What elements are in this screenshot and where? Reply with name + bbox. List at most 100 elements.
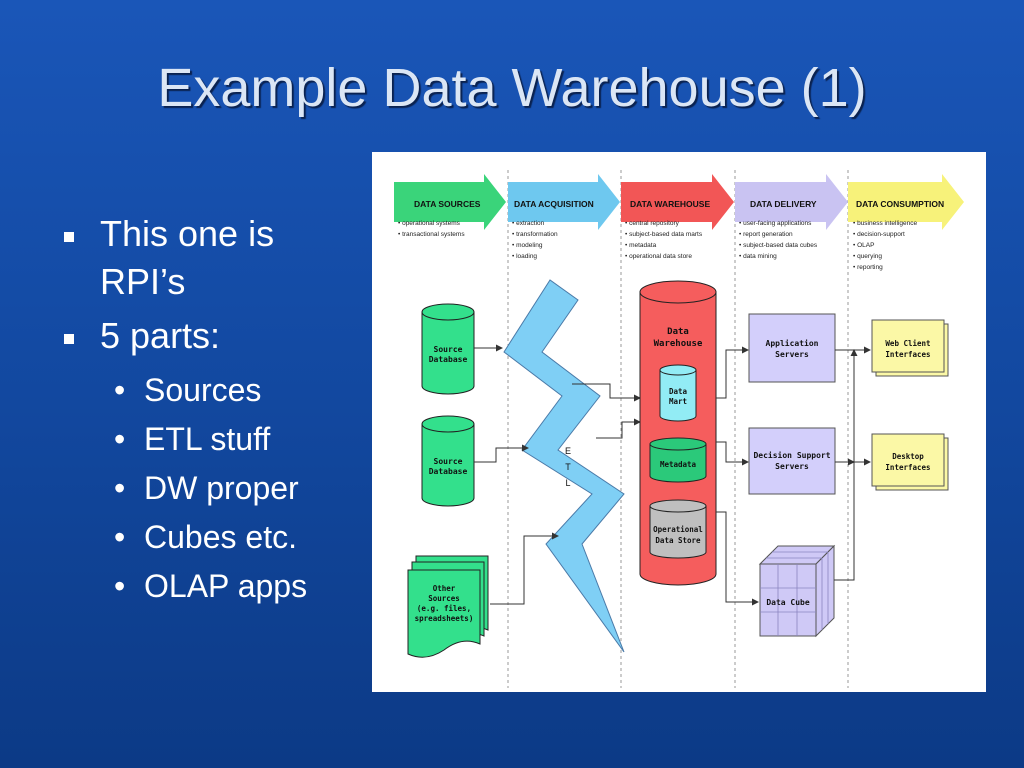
db-label: Database [429,355,468,364]
warehouse-label: Data [667,327,689,337]
bullet-item: This one is RPI’s [60,210,307,306]
dot-bullet-icon: • [114,372,126,408]
stage-header-consumption: DATA CONSUMPTION • business intelligence… [848,174,964,271]
stage-arrow [735,174,848,230]
application-servers-label: Application [766,338,819,348]
stage-header-warehouse: DATA WAREHOUSE • central repository • su… [621,174,734,260]
data-mart-cylinder: Data Mart [659,364,697,422]
stage-item: • decision-support [853,231,905,238]
stage-item: • transformation [512,231,558,238]
web-client-label: Interfaces [885,350,930,359]
stage-dividers [507,170,849,688]
other-sources-documents: Other Sources (e.g. files, spreadsheets) [407,555,489,658]
stage-header-acquisition: DATA ACQUISITION • extraction • transfor… [508,174,620,260]
sub-bullet-item: • DW proper [60,464,307,513]
square-bullet-icon [64,232,74,242]
web-client-label: Web Client [885,339,930,348]
sub-bullet-text: OLAP apps [144,568,308,604]
etl-lightning-bolt: E T L [503,279,625,653]
sub-bullet-text: Cubes etc. [144,519,297,555]
sub-bullet-item: • Sources [60,366,307,415]
stage-header-delivery: DATA DELIVERY • user-facing applications… [735,174,848,260]
stage-item: • operational systems [398,220,461,227]
warehouse-to-delivery-arrows [716,346,759,606]
etl-to-warehouse-arrows [572,383,641,439]
application-servers-box: Application Servers [748,313,836,383]
application-servers-label: Servers [775,350,809,359]
stage-arrow [621,174,734,230]
stage-item: • business intelligence [853,220,917,227]
stage-item: • subject-based data marts [625,231,703,238]
stage-arrow [508,174,620,230]
delivery-to-consumption-arrows [834,346,871,581]
other-sources-label: spreadsheets) [415,614,474,623]
operational-data-store-cylinder: Operational Data Store [649,499,707,559]
etl-letter: T [565,462,571,472]
ods-label: Operational [653,525,703,534]
source-database-1: Source Database [421,303,475,395]
other-sources-label: (e.g. files, [417,604,471,613]
sub-bullet-item: • Cubes etc. [60,513,307,562]
data-mart-label: Data [669,387,688,396]
ods-label: Data Store [655,536,701,545]
bullet-list: This one is RPI’s 5 parts: • Sources • E… [60,210,307,611]
db-label: Source [434,345,463,354]
stage-arrow [394,174,506,230]
bullet-item: 5 parts: [60,312,307,360]
stage-title: DATA CONSUMPTION [856,199,944,209]
bullet-text-line: RPI’s [100,261,186,302]
stage-item: • modeling [512,242,543,249]
stage-item: • transactional systems [398,231,465,238]
other-sources-label: Sources [428,594,460,603]
sub-bullet-text: ETL stuff [144,421,271,457]
data-cube-label: Data Cube [766,598,810,607]
stage-item: • data mining [739,253,777,260]
decision-support-label: Decision Support [753,450,830,460]
stage-item: • operational data store [625,253,692,260]
square-bullet-icon [64,334,74,344]
source-to-etl-arrows [474,344,559,605]
sub-bullet-item: • ETL stuff [60,415,307,464]
desktop-label: Desktop [892,452,924,461]
stage-item: • extraction [512,220,545,227]
decision-support-label: Servers [775,462,809,471]
metadata-cylinder: Metadata [649,437,707,483]
data-cube-icon: Data Cube [758,544,836,638]
data-mart-label: Mart [669,397,687,406]
desktop-label: Interfaces [885,463,930,472]
stage-item: • metadata [625,242,657,249]
stage-title: DATA DELIVERY [750,199,817,209]
data-warehouse-diagram: DATA SOURCES • operational systems • tra… [372,152,986,692]
bullet-text-line: This one is [100,213,275,254]
stage-title: DATA SOURCES [414,199,481,209]
slide-title: Example Data Warehouse (1) [157,58,867,118]
sub-bullet-item: • OLAP apps [60,562,307,611]
dot-bullet-icon: • [114,470,126,506]
db-label: Source [434,457,463,466]
warehouse-label: Warehouse [654,339,703,349]
stage-title: DATA ACQUISITION [514,199,594,209]
stage-item: • subject-based data cubes [739,242,818,249]
decision-support-servers-box: Decision Support Servers [748,427,836,495]
bullet-text: 5 parts: [100,315,221,356]
other-sources-label: Other [433,584,456,593]
sub-bullet-text: Sources [144,372,262,408]
stage-title: DATA WAREHOUSE [630,199,710,209]
stage-header-sources: DATA SOURCES • operational systems • tra… [394,174,506,238]
web-client-interfaces-box: Web Client Interfaces [871,319,949,377]
desktop-interfaces-box: Desktop Interfaces [871,433,949,491]
etl-letter: L [565,478,570,488]
stage-item: • querying [853,253,882,260]
metadata-label: Metadata [660,460,697,469]
stage-item: • central repository [625,220,680,227]
stage-arrow [848,174,964,230]
stage-item: • reporting [853,264,883,271]
sub-bullet-text: DW proper [144,470,299,506]
dot-bullet-icon: • [114,519,126,555]
stage-item: • report generation [739,231,793,238]
stage-item: • loading [512,253,537,260]
etl-letter: E [565,446,571,456]
dot-bullet-icon: • [114,568,126,604]
stage-item: • user-facing applications [739,220,812,227]
